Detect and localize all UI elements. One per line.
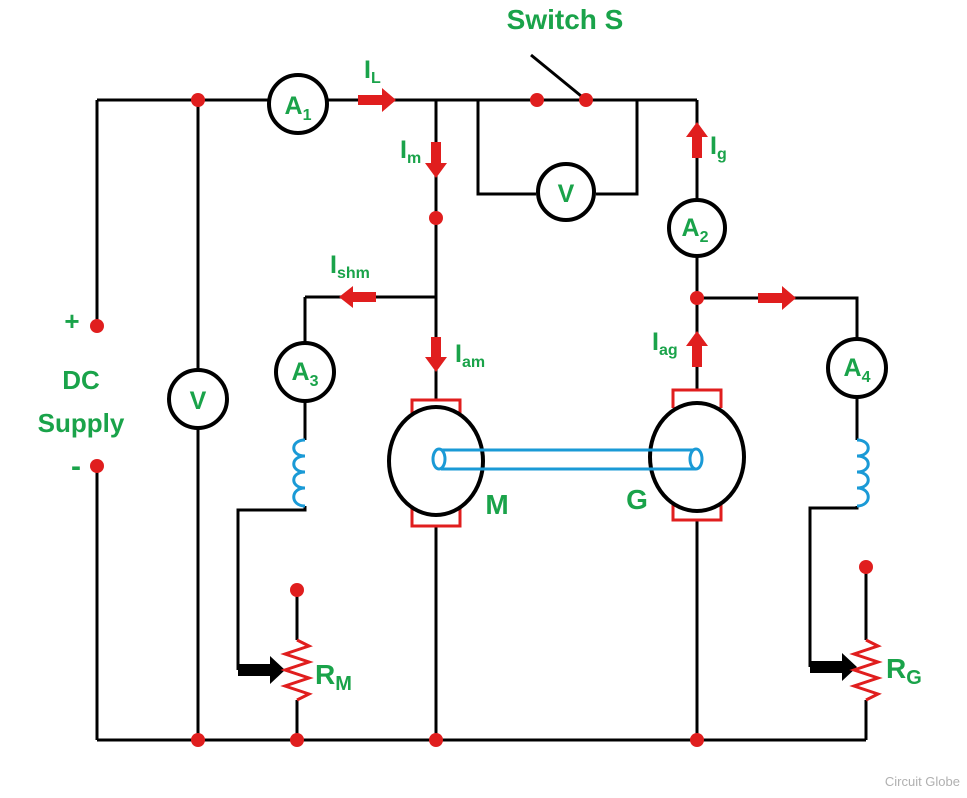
meter-voltmeter-supply: V <box>167 368 229 430</box>
arrow-iag <box>686 331 708 367</box>
node <box>690 291 704 305</box>
node <box>191 93 205 107</box>
motor-field-coil <box>292 438 306 508</box>
labels: Switch S IL Im Ig Ishm Iam Iag + DC Supp… <box>38 4 960 789</box>
svg-text:V: V <box>190 387 207 415</box>
label-ishm: Ishm <box>330 251 370 282</box>
label-iag: Iag <box>652 328 678 359</box>
svg-text:A3: A3 <box>292 358 319 390</box>
label-supply: Supply <box>38 408 125 438</box>
label-il: IL <box>364 56 381 87</box>
node-supply-plus <box>90 319 104 333</box>
junction-nodes <box>90 93 873 747</box>
field-coils <box>292 438 870 508</box>
meter-a1: A1 <box>267 73 329 135</box>
node <box>579 93 593 107</box>
meter-voltmeter-switch: V <box>536 162 596 222</box>
wire-rm-slider <box>236 506 307 670</box>
arrow-ig <box>686 122 708 158</box>
svg-text:A1: A1 <box>285 92 312 124</box>
wire-vloop-left <box>476 100 536 196</box>
watermark: Circuit Globe <box>885 774 960 789</box>
resistor-rm <box>280 638 314 702</box>
label-rg: RG <box>886 653 922 689</box>
label-iam: Iam <box>455 340 485 371</box>
arrow-iam <box>425 337 447 372</box>
svg-text:V: V <box>558 180 575 208</box>
rm-slider-arrow <box>238 656 285 684</box>
node <box>290 733 304 747</box>
node <box>530 93 544 107</box>
svg-text:A4: A4 <box>844 354 871 386</box>
label-generator: G <box>626 484 648 515</box>
motor-brush-top <box>410 398 462 418</box>
wire-rg-slider <box>808 506 859 667</box>
meter-a3: A3 <box>274 341 336 403</box>
arrow-gen-field <box>758 286 796 310</box>
generator-brush-top <box>671 388 723 408</box>
svg-text:A2: A2 <box>682 214 709 246</box>
motor-brush-bottom <box>410 508 462 528</box>
resistors <box>280 638 883 702</box>
wire-vloop-right <box>596 100 639 196</box>
rg-slider-arrow <box>810 653 857 681</box>
switch-blade <box>530 53 587 102</box>
wire-g-field-top <box>697 296 859 340</box>
switch-label: Switch S <box>507 4 624 35</box>
node-supply-minus <box>90 459 104 473</box>
label-plus: + <box>64 306 79 336</box>
node <box>690 733 704 747</box>
node <box>290 583 304 597</box>
node <box>191 733 205 747</box>
label-dc: DC <box>62 365 100 395</box>
shaft-lines <box>441 448 696 471</box>
label-rm: RM <box>315 659 352 695</box>
node <box>429 211 443 225</box>
arrow-im <box>425 142 447 178</box>
meter-a4: A4 <box>826 337 888 399</box>
node <box>859 560 873 574</box>
shaft-end-right <box>688 447 704 471</box>
shaft <box>431 447 704 471</box>
arrow-il <box>358 88 396 112</box>
shaft-end-left <box>431 447 447 471</box>
label-im: Im <box>400 136 421 167</box>
meter-a2: A2 <box>667 198 727 258</box>
label-motor: M <box>485 489 508 520</box>
resistor-rg <box>849 638 883 702</box>
node <box>429 733 443 747</box>
label-minus: - <box>71 450 81 483</box>
generator-field-coil <box>856 438 870 508</box>
label-ig: Ig <box>710 132 727 163</box>
generator-brush-bottom <box>671 502 723 522</box>
arrow-ishm <box>339 286 376 308</box>
current-arrows <box>238 88 857 684</box>
